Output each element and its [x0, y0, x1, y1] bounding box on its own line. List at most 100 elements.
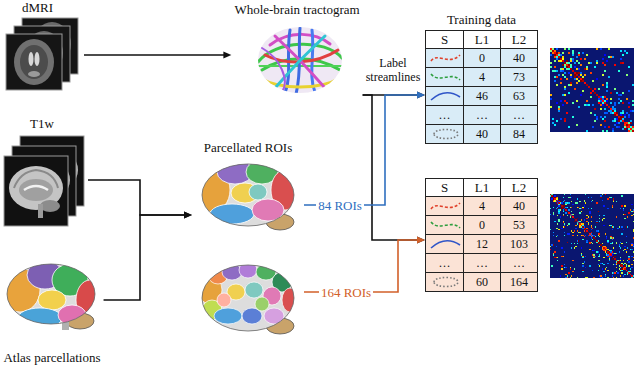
tractogram-brain	[258, 27, 342, 94]
matrix-cell	[570, 76, 572, 78]
matrix-cell	[558, 212, 559, 213]
matrix-cell	[551, 198, 552, 199]
matrix-cell	[588, 197, 589, 198]
matrix-cell	[623, 267, 624, 268]
matrix-cell	[606, 130, 608, 132]
illustration-part	[7, 264, 95, 324]
matrix-cell	[606, 253, 607, 254]
matrix-cell	[576, 74, 578, 76]
matrix-cell	[618, 126, 620, 128]
matrix-cell	[589, 211, 590, 212]
matrix-cell	[582, 265, 583, 266]
matrix-cell	[581, 211, 582, 212]
matrix-cell	[590, 62, 592, 64]
streamline-curve	[431, 93, 460, 100]
connectivity-matrices	[550, 48, 634, 278]
matrix-cell	[556, 198, 557, 199]
matrix-cell	[577, 222, 578, 223]
matrix-cell	[563, 211, 564, 212]
matrix-cell	[553, 244, 554, 245]
matrix-cell	[564, 120, 566, 122]
matrix-cell	[616, 242, 617, 243]
matrix-cell	[568, 212, 569, 213]
matrix-cell	[585, 267, 586, 268]
matrix-cell	[593, 250, 594, 251]
table-cell: …	[500, 253, 538, 273]
matrix-cell	[575, 202, 576, 203]
matrix-cell	[628, 128, 630, 130]
matrix-cell	[626, 270, 627, 271]
matrix-cell	[586, 228, 587, 229]
matrix-cell	[578, 72, 580, 74]
matrix-cell	[628, 265, 629, 266]
matrix-cell	[627, 216, 628, 217]
matrix-cell	[566, 66, 568, 68]
matrix-cell	[556, 246, 557, 247]
matrix-cell	[564, 251, 565, 252]
matrix-cell	[558, 240, 559, 241]
label-text: T1w	[30, 116, 54, 131]
matrix-cell	[574, 88, 576, 90]
matrix-cell	[591, 236, 592, 237]
matrix-cell	[623, 268, 624, 269]
matrix-cell	[567, 215, 568, 216]
matrix-cell	[585, 232, 586, 233]
matrix-cell	[586, 84, 588, 86]
matrix-cell	[557, 202, 558, 203]
table-heading: Training data	[425, 12, 538, 28]
matrix-cell	[624, 50, 626, 52]
matrix-cell	[598, 256, 599, 257]
matrix-cell	[576, 60, 578, 62]
matrix-cell	[609, 254, 610, 255]
table-header-cell: L2	[500, 30, 538, 49]
matrix-cell	[616, 263, 617, 264]
matrix-cell	[565, 212, 566, 213]
matrix-cell	[570, 68, 572, 70]
matrix-cell	[618, 120, 620, 122]
matrix-cell	[550, 249, 551, 250]
matrix-cell	[622, 102, 624, 104]
matrix-cell	[580, 78, 582, 80]
matrix-cell	[607, 270, 608, 271]
matrix-cell	[624, 274, 625, 275]
table-header-cell: L1	[463, 30, 501, 49]
matrix-cell	[589, 243, 590, 244]
matrix-cell	[606, 100, 608, 102]
matrix-cell	[624, 246, 625, 247]
matrix-cell	[564, 66, 566, 68]
matrix-cell	[633, 260, 634, 261]
matrix-cell	[562, 56, 564, 58]
matrix-cell	[616, 261, 617, 262]
matrix-cell	[599, 215, 600, 216]
matrix-cell	[571, 207, 572, 208]
matrix-cell	[627, 260, 628, 261]
matrix-cell	[628, 66, 630, 68]
matrix-cell	[591, 232, 592, 233]
matrix-cell	[572, 54, 574, 56]
matrix-cell	[621, 195, 622, 196]
matrix-cell	[567, 277, 568, 278]
matrix-cell	[613, 200, 614, 201]
illustration-part	[258, 28, 342, 94]
cell-text: 73	[513, 70, 525, 85]
matrix-cell	[563, 201, 564, 202]
matrix-cell	[621, 205, 622, 206]
matrix-cell	[617, 263, 618, 264]
matrix-cell	[594, 88, 596, 90]
matrix-cell	[626, 251, 627, 252]
matrix-cell	[558, 52, 560, 54]
matrix-cell	[604, 54, 606, 56]
image-node: Atlas parcellations	[0, 258, 103, 366]
matrix-cell	[626, 122, 628, 124]
matrix-cell	[612, 207, 613, 208]
matrix-cell	[609, 250, 610, 251]
matrix-cell	[602, 247, 603, 248]
matrix-cell	[570, 84, 572, 86]
matrix-cell	[603, 247, 604, 248]
matrix-cell	[610, 253, 611, 254]
matrix-cell	[609, 260, 610, 261]
matrix-cell	[619, 251, 620, 252]
matrix-cell	[616, 243, 617, 244]
matrix-cell	[564, 76, 566, 78]
